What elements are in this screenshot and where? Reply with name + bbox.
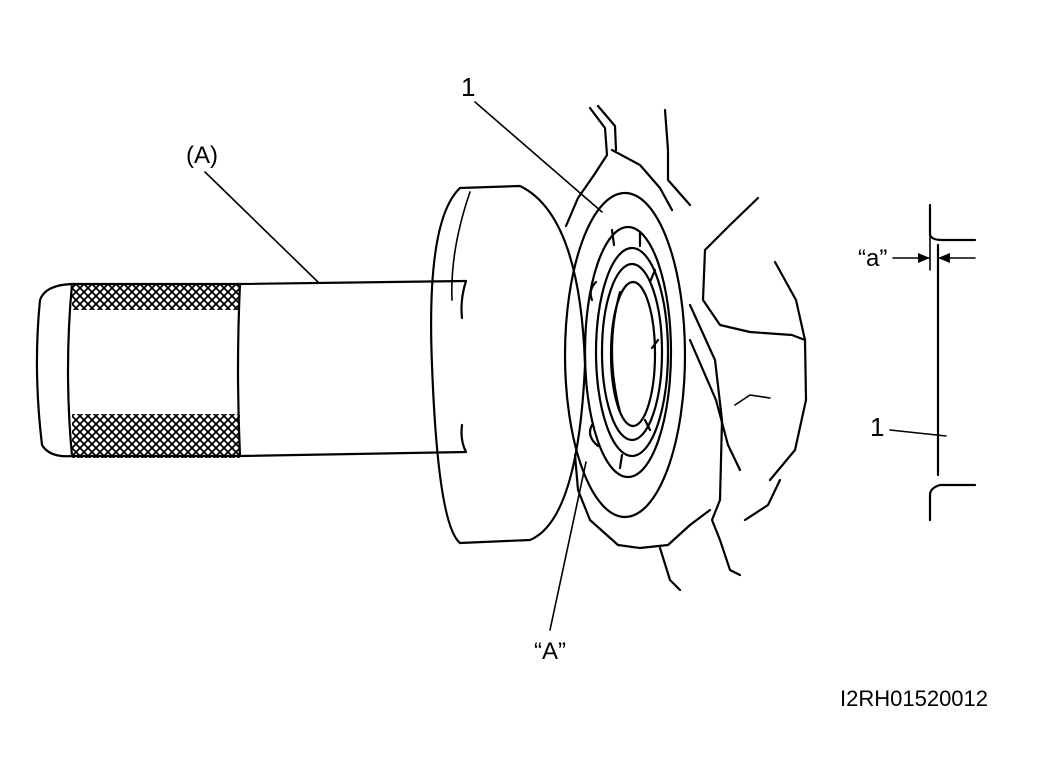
leader-tool — [204, 171, 319, 283]
area-a-label: “A” — [534, 638, 566, 665]
knurled-grip-top — [72, 284, 240, 310]
leader-area-a — [549, 461, 587, 631]
leader-lines — [204, 101, 603, 631]
special-tool-installer — [35, 184, 587, 545]
knurled-grip-bottom — [72, 414, 240, 458]
part-number-label: 1 — [461, 72, 475, 102]
detail-part-number-label: 1 — [870, 412, 884, 442]
leader-item-1 — [474, 101, 603, 213]
tool-label: (A) — [186, 142, 218, 169]
housing-casting — [564, 104, 808, 592]
dimension-a-label: “a” — [858, 245, 887, 272]
oil-seal — [588, 228, 670, 470]
leader-detail-1 — [889, 429, 947, 437]
figure-id: I2RH01520012 — [840, 686, 988, 711]
seal-depth-detail — [889, 203, 977, 522]
